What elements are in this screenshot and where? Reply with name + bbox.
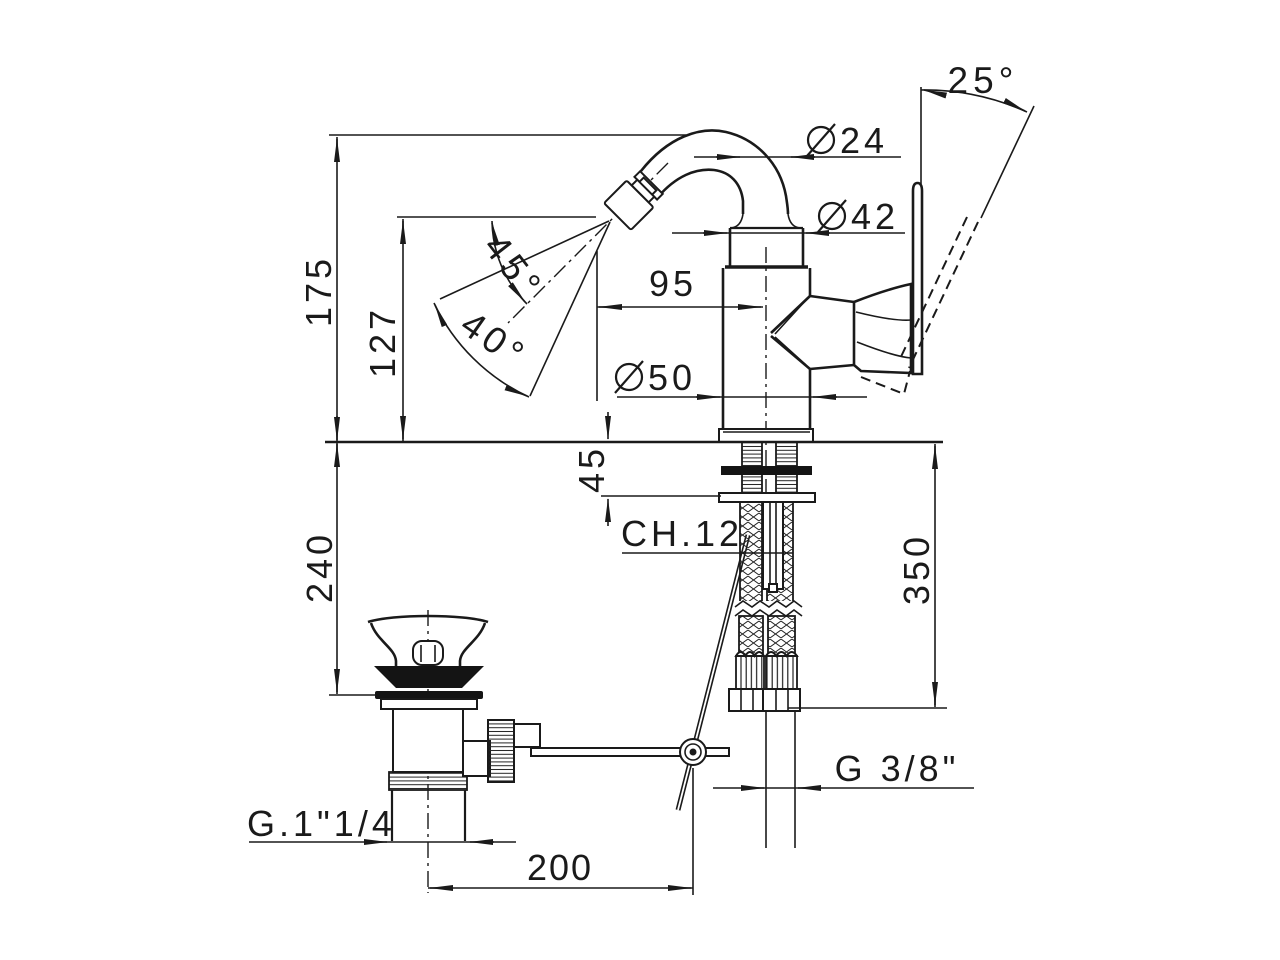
hose-break-gap	[734, 601, 802, 616]
dia-upper-body-42: 42	[672, 196, 905, 237]
pivot-ball-mid	[684, 743, 702, 761]
dim-rod-reach-200: 200	[428, 768, 694, 895]
dim-text-350: 350	[896, 533, 937, 605]
crimp-collar-right	[765, 655, 798, 690]
popup-drain	[367, 614, 730, 841]
angle-spray-cone-40: 40°	[433, 302, 535, 398]
label-text-ch12: CH.12	[621, 513, 743, 554]
label-wrench-ch12: CH.12	[621, 513, 793, 554]
angle-text-40: 40°	[453, 303, 535, 377]
aerator	[603, 169, 665, 231]
diameter-symbol-slash	[614, 360, 644, 394]
pivot-ball-center	[689, 748, 697, 756]
thread-text-g114: G.1"1/4	[247, 803, 396, 844]
dim-spout-height-127: 127	[362, 216, 596, 441]
thread-waste-g114: G.1"1/4	[247, 803, 516, 845]
neck-fillets	[730, 213, 801, 229]
dim-text-95: 95	[649, 263, 697, 304]
spout-inner-curve	[657, 168, 745, 214]
handle-cone	[809, 294, 855, 371]
crimp-collar-left	[735, 655, 765, 690]
drain-flare	[369, 622, 487, 666]
hose-nut-left	[728, 688, 766, 712]
diameter-symbol-slash	[817, 199, 847, 233]
thread-text-g38: G 3/8"	[835, 748, 960, 789]
horizontal-rod	[530, 747, 730, 757]
dim-text-240: 240	[299, 531, 340, 603]
dim-drain-depth-240: 240	[299, 443, 376, 696]
drain-collar	[380, 698, 478, 710]
handle-lug	[852, 282, 913, 375]
collar-scallop-left	[734, 651, 766, 658]
hose-right-lower	[767, 615, 796, 657]
drain-side-port	[462, 740, 491, 777]
diameter-symbol-slash	[806, 123, 836, 157]
dia-base-50: 50	[614, 357, 867, 400]
collar-scallop-right	[764, 651, 799, 658]
dia-text-42: 42	[851, 196, 899, 237]
arrow-right	[1003, 98, 1026, 112]
supply-hoses	[675, 501, 803, 848]
angle-handle-25: 25°	[920, 60, 1035, 219]
handle-ghost-position	[860, 216, 979, 396]
arrow-bottom	[504, 384, 528, 397]
dim-height-175: 175	[298, 134, 686, 694]
handle-blade	[911, 181, 924, 376]
dim-text-127: 127	[362, 306, 403, 378]
dim-text-200: 200	[527, 847, 593, 888]
joint-block	[513, 723, 541, 748]
drain-plug-knob	[412, 640, 444, 666]
thread-supply-g38: G 3/8"	[713, 748, 974, 791]
hose-left-lower	[738, 615, 764, 657]
dim-text-175: 175	[298, 255, 339, 327]
dim-text-45: 45	[571, 445, 612, 493]
mounting-deck	[325, 440, 943, 503]
drain-thread-band	[388, 771, 468, 791]
knurled-joint	[487, 719, 515, 783]
spray-upper-flank	[439, 220, 610, 300]
spout-outer-curve	[639, 129, 790, 215]
dia-text-24: 24	[840, 120, 888, 161]
base-flange	[718, 428, 814, 443]
clamp-washer	[721, 466, 812, 475]
angle-text-25: 25°	[948, 60, 1019, 101]
arrow-top	[491, 222, 500, 247]
dia-text-50: 50	[648, 357, 696, 398]
angle-spray-45: 45°	[476, 220, 552, 308]
diameter-symbol	[614, 362, 644, 392]
horseshoe-plate	[718, 492, 816, 503]
arrow-top	[434, 304, 448, 328]
diameter-symbol	[817, 201, 847, 231]
handle-lug-curves	[855, 311, 912, 359]
spray-lower-flank	[529, 221, 611, 397]
aerator-body	[603, 180, 654, 231]
drain-flange-ring	[375, 691, 483, 699]
angle-text-45: 45°	[476, 227, 552, 308]
dim-hose-length-350: 350	[788, 444, 947, 709]
popup-rod-hook	[768, 583, 778, 593]
dia-spout-24: 24	[694, 120, 901, 161]
popup-rod-sleeve	[762, 501, 784, 590]
drain-top-rim	[367, 614, 489, 624]
faucet-body	[639, 129, 979, 443]
hose-left-upper	[739, 501, 763, 603]
cone-chamfer	[774, 299, 807, 366]
hose-nut-right	[762, 688, 801, 712]
diameter-symbol	[806, 125, 836, 155]
drain-body	[392, 708, 464, 773]
arrow-bottom	[508, 282, 526, 303]
flank-tilted	[980, 105, 1035, 219]
arrow-left	[923, 89, 948, 99]
dim-spout-reach-95: 95	[596, 251, 763, 401]
drain-rubber-seal	[374, 666, 484, 688]
dim-deck-thickness-45: 45	[571, 412, 721, 526]
